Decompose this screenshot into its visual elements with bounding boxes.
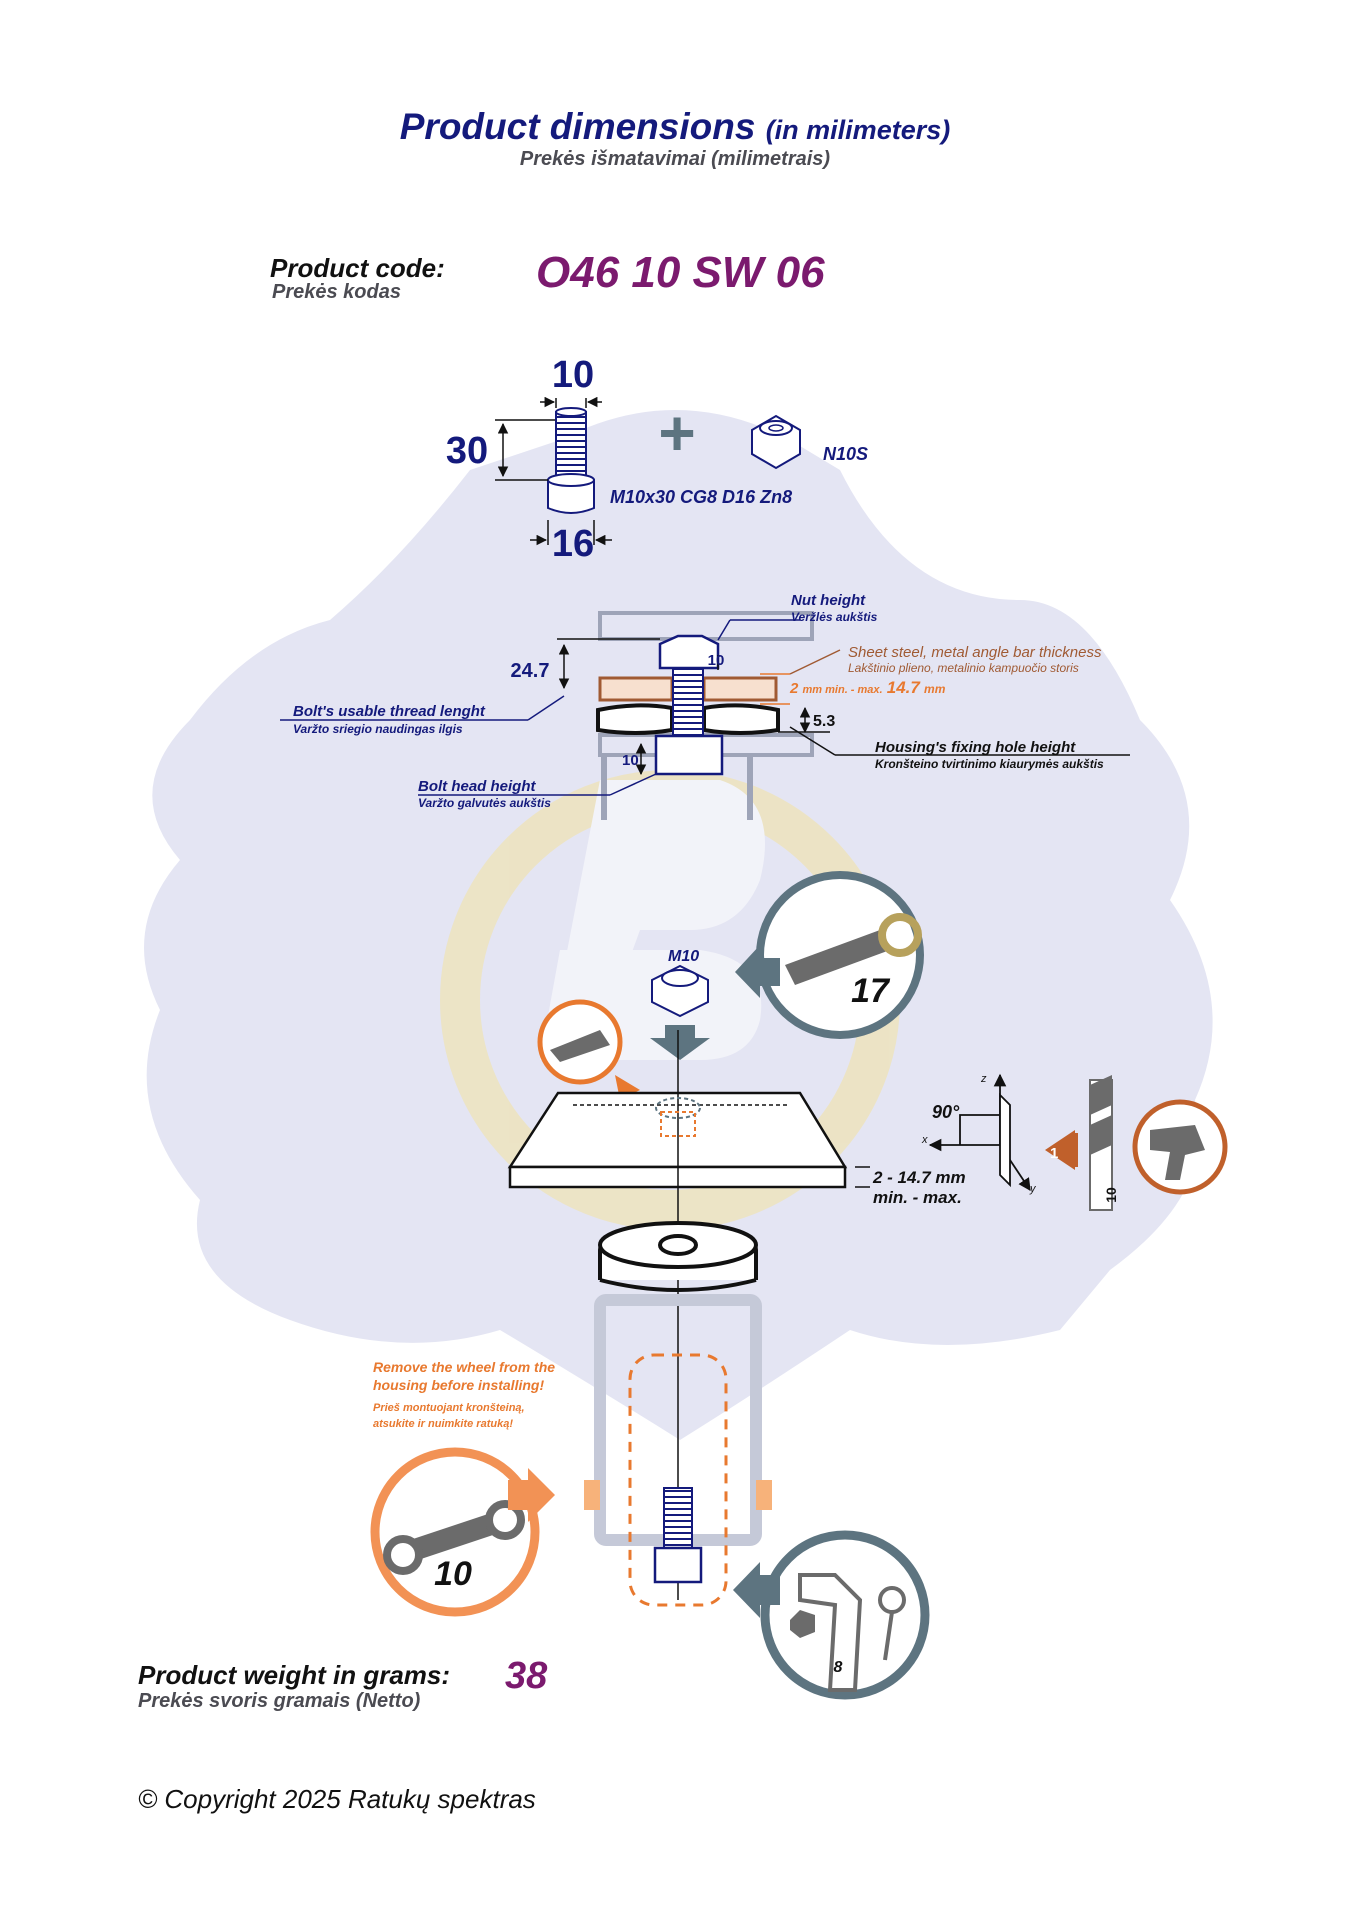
weight-sublabel: Prekės svoris gramais (Netto): [138, 1690, 421, 1712]
drill-size: 10: [1103, 1187, 1119, 1203]
bolt-head-width-value: 16: [552, 523, 594, 565]
plate-range-sub: min. - max.: [873, 1188, 962, 1207]
warning-lt-line-2: atsukite ir nuimkite ratuką!: [373, 1418, 513, 1430]
copyright: © Copyright 2025 Ratukų spektras: [138, 1784, 536, 1814]
nut-height-sublabel: Veržlės aukštis: [791, 610, 878, 624]
wheel-housing: [584, 1221, 772, 1607]
axis-z-label: z: [980, 1073, 987, 1085]
thread-length-value: 24.7: [511, 660, 550, 682]
page-title: Product dimensions (in milimeters): [0, 106, 1350, 148]
warning-line-2: housing before installing!: [373, 1377, 544, 1393]
left-arrow-icon-bottom: [733, 1562, 780, 1618]
sheet-steel-label: Sheet steel, metal angle bar thickness: [848, 644, 1102, 661]
bolt-width-value: 10: [552, 354, 594, 396]
left-arrow-icon: [735, 945, 780, 998]
assembly-stack: [596, 611, 814, 820]
warning-lt-line-1: Prieš montuojant kronšteiną,: [373, 1402, 525, 1414]
plus-sign: +: [658, 397, 695, 469]
thread-length-label: Bolt's usable thread lenght: [293, 703, 486, 720]
title-unit: (in milimeters): [765, 115, 951, 145]
angle-label: 90°: [932, 1102, 960, 1122]
axis-x-label: x: [921, 1134, 928, 1146]
product-code-sublabel: Prekės kodas: [272, 281, 401, 303]
drill-bit-icon: 10: [1089, 1075, 1119, 1211]
down-arrow-icon: [650, 1025, 710, 1060]
plate-range: 2 - 14.7 mm: [872, 1168, 966, 1187]
title-main: Product dimensions: [399, 106, 756, 147]
bolt-head-height-value: 10: [622, 752, 639, 769]
nut-height-label: Nut height: [791, 592, 866, 609]
power-drill-badge: [1132, 1099, 1228, 1195]
sheet-range-mid: mm min. - max.: [803, 684, 883, 696]
step-number: 1: [1050, 1145, 1058, 1162]
warning-line-1: Remove the wheel from the: [373, 1359, 555, 1375]
bolt-illustration: [547, 407, 595, 514]
assembly-dimension-lines: [280, 619, 1130, 796]
hex-key-badge: 8: [760, 1530, 930, 1700]
install-nut-label: M10: [668, 948, 699, 965]
bolt-length-value: 30: [446, 430, 488, 472]
housing-hole-value: 5.3: [813, 713, 835, 730]
sheet-range: 2 mm min. - max. 14.7 mm: [789, 678, 946, 697]
sheet-range-unit: mm: [924, 682, 946, 696]
product-code-value: O46 10 SW 06: [536, 248, 825, 297]
bolt-head-height-sublabel: Varžto galvutės aukštis: [418, 796, 551, 810]
weight-label: Product weight in grams:: [138, 1660, 451, 1690]
nut-code: N10S: [823, 444, 868, 464]
sheet-steel-sublabel: Lakštinio plieno, metalinio kampuočio st…: [848, 661, 1079, 675]
nut-icon: [751, 414, 801, 470]
weight-value: 38: [505, 1655, 548, 1697]
wrench-size-top: 17: [851, 972, 891, 1010]
step-arrow-icon: [1045, 1130, 1078, 1170]
right-arrow-icon: [508, 1468, 555, 1522]
nut-height-value: 10: [708, 652, 725, 669]
wrench-10-badge: 10: [370, 1447, 540, 1617]
housing-hole-label: Housing's fixing hole height: [875, 739, 1076, 756]
sheet-range-min: 2: [789, 680, 799, 697]
axis-diagram: [928, 1073, 1031, 1192]
sheet-range-max: 14.7: [887, 678, 922, 697]
page-subtitle: Prekės išmatavimai (milimetrais): [519, 148, 831, 170]
hex-key-size: 8: [834, 1659, 843, 1676]
thread-length-sublabel: Varžto sriegio naudingas ilgis: [293, 722, 463, 736]
axis-y-label: y: [1029, 1183, 1037, 1195]
bolt-head-height-label: Bolt head height: [418, 778, 537, 795]
bolt-dimension-lines: [495, 396, 612, 546]
bolt-spec: M10x30 CG8 D16 Zn8: [610, 487, 792, 507]
install-nut-icon: [651, 964, 709, 1018]
plate-thickness-dimension: [855, 1166, 870, 1188]
glue-tube-badge: [537, 999, 640, 1100]
wrench-17-badge: 17: [756, 871, 924, 1039]
wrench-size-bottom: 10: [434, 1555, 472, 1593]
mounting-plate: [507, 1030, 848, 1600]
product-code-label: Product code:: [270, 253, 445, 283]
housing-hole-sublabel: Kronšteino tvirtinimo kiaurymės aukštis: [875, 757, 1104, 771]
